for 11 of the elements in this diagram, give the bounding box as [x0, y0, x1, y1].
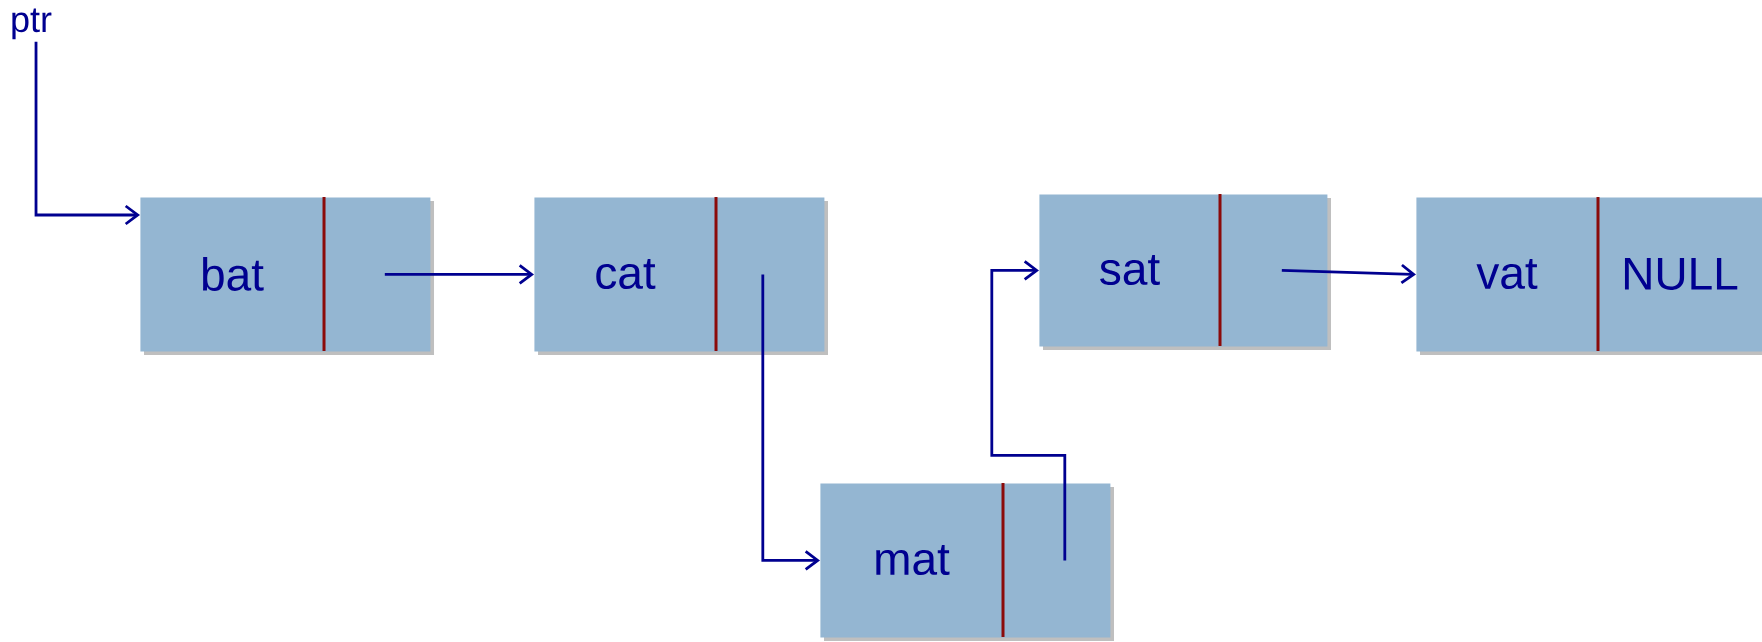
arrow — [1281, 263, 1416, 285]
list-node-box: bat — [140, 197, 434, 355]
list-node-box: mat — [820, 483, 1114, 641]
arrow — [384, 264, 534, 285]
pointer-label: ptr — [12, 8, 52, 40]
list-node-box: sat — [1039, 194, 1331, 350]
arrow — [34, 41, 141, 226]
arrow — [761, 274, 820, 571]
arrow — [990, 260, 1067, 561]
list-node-box: cat — [534, 197, 828, 355]
list-node-box: vat NULL — [1416, 197, 1762, 355]
